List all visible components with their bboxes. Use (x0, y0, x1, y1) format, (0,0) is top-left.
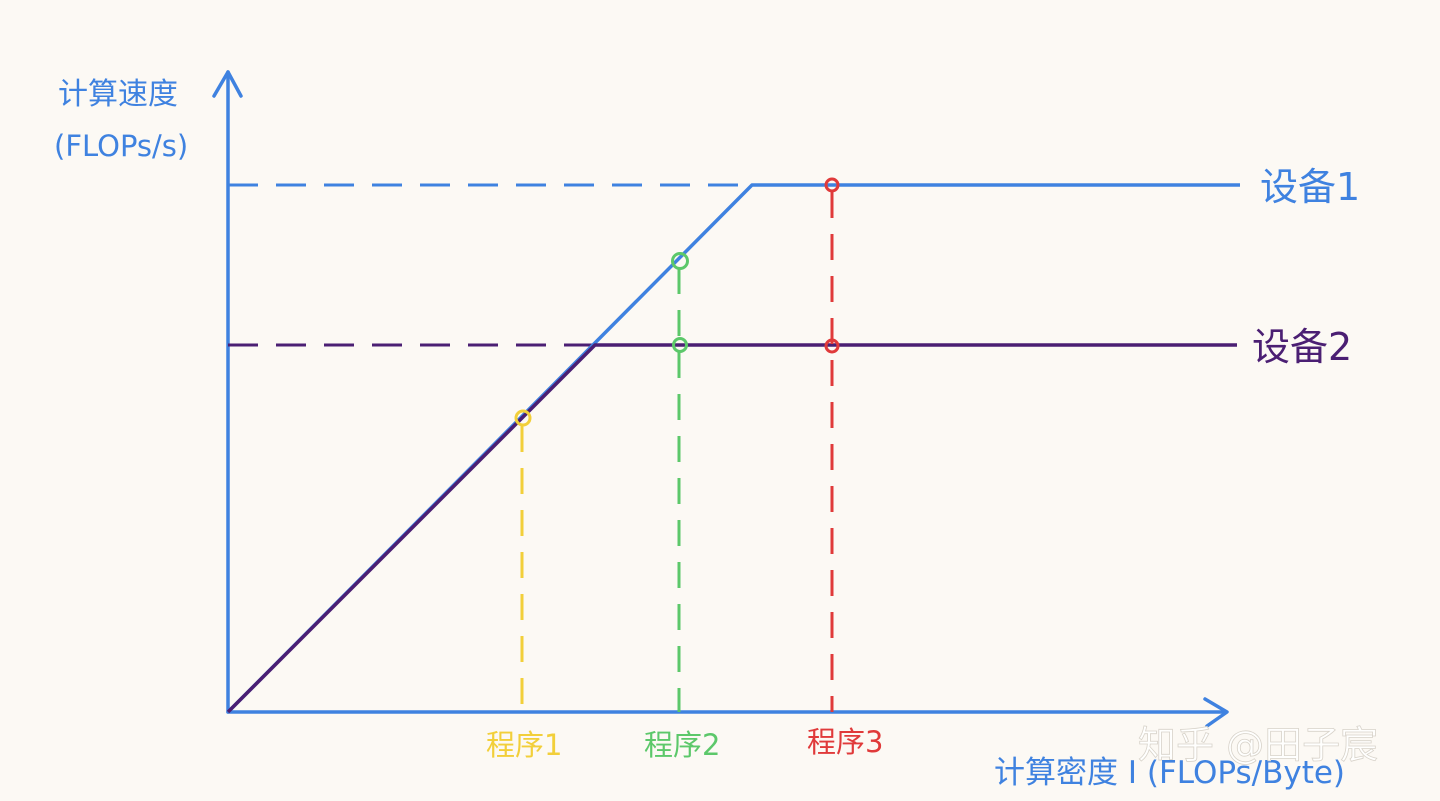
device2-label: 设备2 (1252, 325, 1352, 369)
program3-device2-marker (824, 338, 840, 354)
watermark: 知乎 @田子宸 (1138, 723, 1378, 767)
program3-device1-marker (824, 177, 840, 193)
device2-roofline (226, 343, 1237, 714)
axes (212, 70, 1229, 728)
program3-label: 程序3 (807, 725, 883, 759)
program2-label: 程序2 (644, 728, 720, 762)
device1-roofline (226, 183, 1240, 714)
program1-label: 程序1 (486, 728, 562, 762)
y-axis-label-line1: 计算速度 (58, 77, 178, 112)
device1-label: 设备1 (1260, 165, 1360, 209)
x-axis-arrow (1203, 697, 1229, 728)
y-axis-label-line2: (FLOPs/s) (54, 129, 188, 163)
program2-device1-marker (671, 252, 689, 270)
x-axis-label: 计算密度 I (FLOPs/Byte) (994, 755, 1345, 791)
program1-marker (514, 409, 532, 427)
program2-device2-marker (672, 337, 688, 353)
y-axis-arrow (212, 70, 243, 98)
